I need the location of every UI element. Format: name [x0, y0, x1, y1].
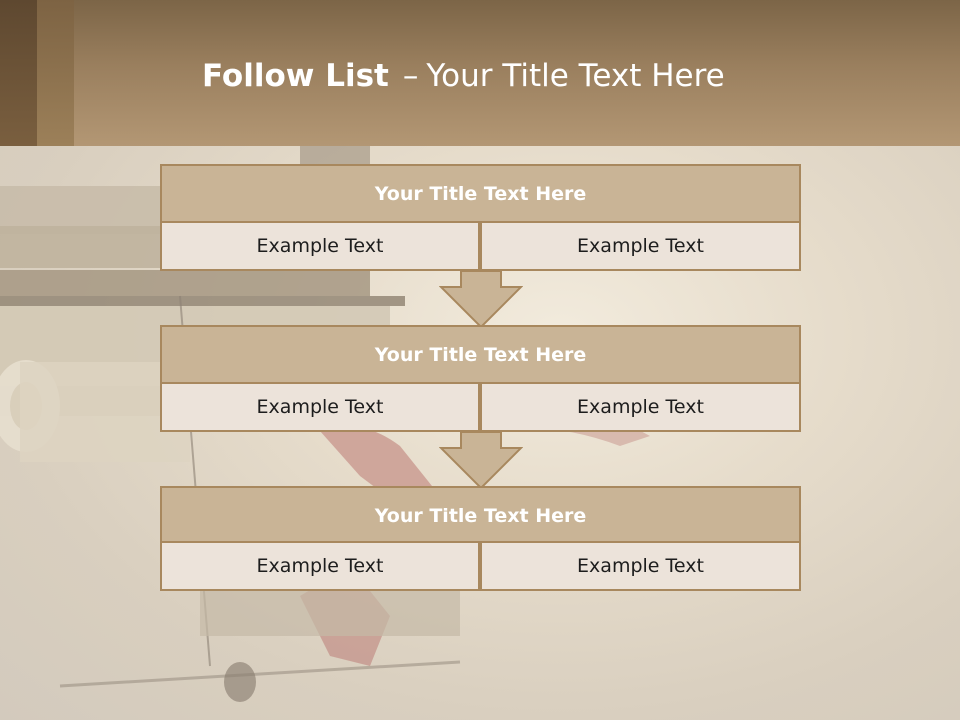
- flow-step-cell-right[interactable]: Example Text: [480, 221, 801, 271]
- flow-step-title[interactable]: Your Title Text Here: [160, 164, 801, 223]
- flow-step-3: Your Title Text Here Example Text Exampl…: [160, 486, 801, 592]
- flow-step-cell-left[interactable]: Example Text: [160, 541, 480, 591]
- flow-step-cell-left[interactable]: Example Text: [160, 221, 480, 271]
- slide-title-rest: Your Title Text Here: [426, 58, 725, 94]
- flow-step-title[interactable]: Your Title Text Here: [160, 325, 801, 384]
- header-band: Follow List–Your Title Text Here: [0, 0, 960, 146]
- flow-step-1: Your Title Text Here Example Text Exampl…: [160, 164, 801, 272]
- down-arrow-icon: [439, 432, 523, 490]
- header-corner-accent-light: [37, 0, 74, 146]
- slide-title-separator: –: [402, 58, 419, 94]
- slide-title[interactable]: Follow List–Your Title Text Here: [202, 56, 725, 96]
- slide-title-bold: Follow List: [202, 58, 389, 94]
- flow-step-title[interactable]: Your Title Text Here: [160, 486, 801, 545]
- flow-step-cell-right[interactable]: Example Text: [480, 382, 801, 432]
- header-corner-accent: [0, 0, 37, 146]
- flow-step-cell-left[interactable]: Example Text: [160, 382, 480, 432]
- down-arrow-icon: [439, 271, 523, 329]
- flow-step-2: Your Title Text Here Example Text Exampl…: [160, 325, 801, 433]
- flow-step-cell-right[interactable]: Example Text: [480, 541, 801, 591]
